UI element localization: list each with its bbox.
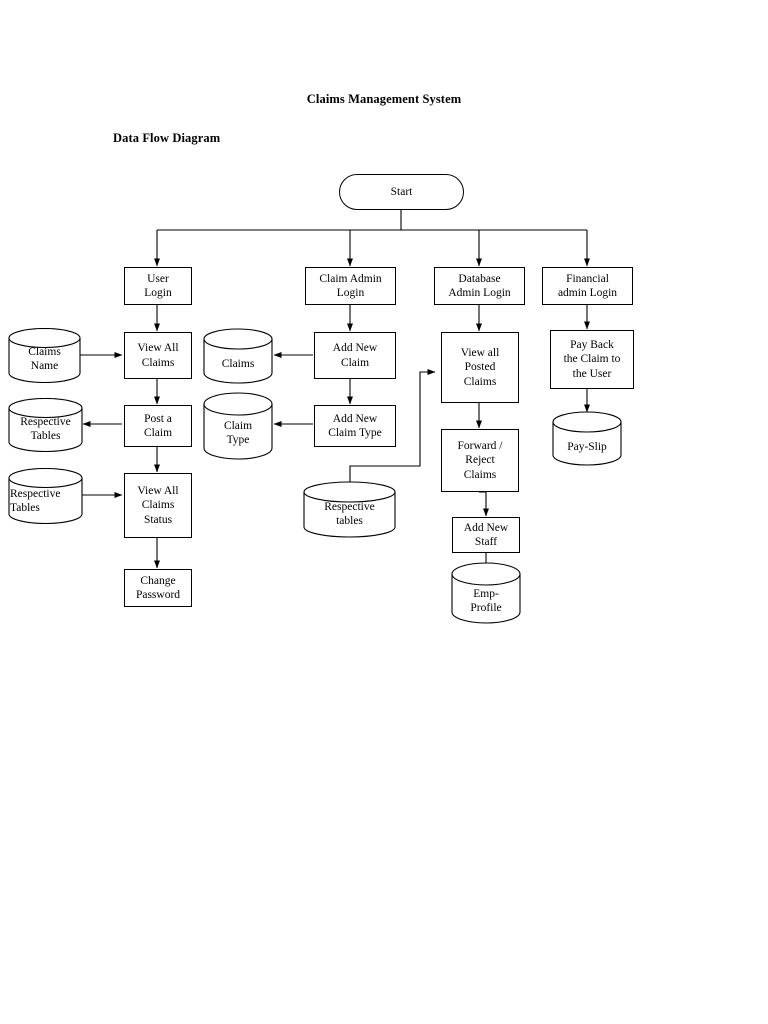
node-view-all-posted-claims-label: View all Posted Claims	[460, 347, 500, 388]
node-view-all-claims[interactable]: View All Claims	[124, 332, 192, 379]
datastore-claims-name[interactable]: Claims Name	[8, 328, 81, 383]
node-add-new-claim[interactable]: Add New Claim	[314, 332, 396, 379]
node-post-a-claim[interactable]: Post a Claim	[124, 405, 192, 447]
node-start-label: Start	[390, 185, 413, 198]
node-pay-back-claim[interactable]: Pay Back the Claim to the User	[550, 330, 634, 389]
node-database-admin-login-label: Database Admin Login	[448, 272, 511, 299]
page-title: Claims Management System	[306, 92, 462, 106]
datastore-respective-tables-2[interactable]: Respective Tables	[8, 468, 83, 524]
edge-respective-tables-3-to-view-posted-claims	[349, 369, 436, 482]
node-post-a-claim-label: Post a Claim	[143, 412, 173, 439]
datastore-claims[interactable]: Claims	[203, 328, 273, 384]
node-view-all-posted-claims[interactable]: View all Posted Claims	[441, 332, 519, 403]
node-start[interactable]: Start	[339, 174, 464, 210]
node-forward-reject-claims-label: Forward / Reject Claims	[457, 440, 503, 481]
node-claim-admin-login-label: Claim Admin Login	[319, 272, 382, 299]
node-pay-back-claim-label: Pay Back the Claim to the User	[563, 339, 621, 380]
datastore-respective-tables-3-label: Respective tables	[324, 501, 375, 527]
datastore-emp-profile-label: Emp- Profile	[470, 588, 502, 614]
datastore-claim-type[interactable]: Claim Type	[203, 392, 273, 460]
node-view-all-claims-status-label: View All Claims Status	[137, 485, 179, 526]
node-claim-admin-login[interactable]: Claim Admin Login	[305, 267, 396, 305]
node-add-new-staff-label: Add New Staff	[463, 521, 509, 548]
datastore-claims-name-label: Claims Name	[28, 346, 61, 372]
datastore-claims-label: Claims	[221, 358, 255, 371]
node-change-password-label: Change Password	[135, 574, 181, 601]
node-database-admin-login[interactable]: Database Admin Login	[434, 267, 525, 305]
datastore-respective-tables-3[interactable]: Respective tables	[303, 481, 396, 538]
node-view-all-claims-label: View All Claims	[137, 342, 179, 369]
datastore-pay-slip[interactable]: Pay-Slip	[552, 411, 622, 466]
datastore-emp-profile[interactable]: Emp- Profile	[451, 562, 521, 624]
datastore-respective-tables-2-label: Respective Tables	[10, 488, 61, 514]
node-financial-admin-login-label: Financial admin Login	[557, 272, 618, 299]
node-forward-reject-claims[interactable]: Forward / Reject Claims	[441, 429, 519, 492]
node-financial-admin-login[interactable]: Financial admin Login	[542, 267, 633, 305]
edge-forward-reject-to-add-new-staff	[479, 491, 489, 517]
node-add-new-claim-type-label: Add New Claim Type	[328, 412, 382, 439]
node-user-login-label: User Login	[144, 272, 172, 299]
datastore-claim-type-label: Claim Type	[223, 420, 253, 446]
datastore-respective-tables-1-label: Respective Tables	[20, 415, 71, 442]
datastore-pay-slip-label: Pay-Slip	[567, 440, 607, 453]
node-change-password[interactable]: Change Password	[124, 569, 192, 607]
node-add-new-claim-type[interactable]: Add New Claim Type	[314, 405, 396, 447]
node-view-all-claims-status[interactable]: View All Claims Status	[124, 473, 192, 538]
node-user-login[interactable]: User Login	[124, 267, 192, 305]
node-add-new-staff[interactable]: Add New Staff	[452, 517, 520, 553]
datastore-respective-tables-1[interactable]: Respective Tables	[8, 398, 83, 452]
page-subtitle: Data Flow Diagram	[113, 131, 221, 145]
node-add-new-claim-label: Add New Claim	[332, 342, 378, 369]
